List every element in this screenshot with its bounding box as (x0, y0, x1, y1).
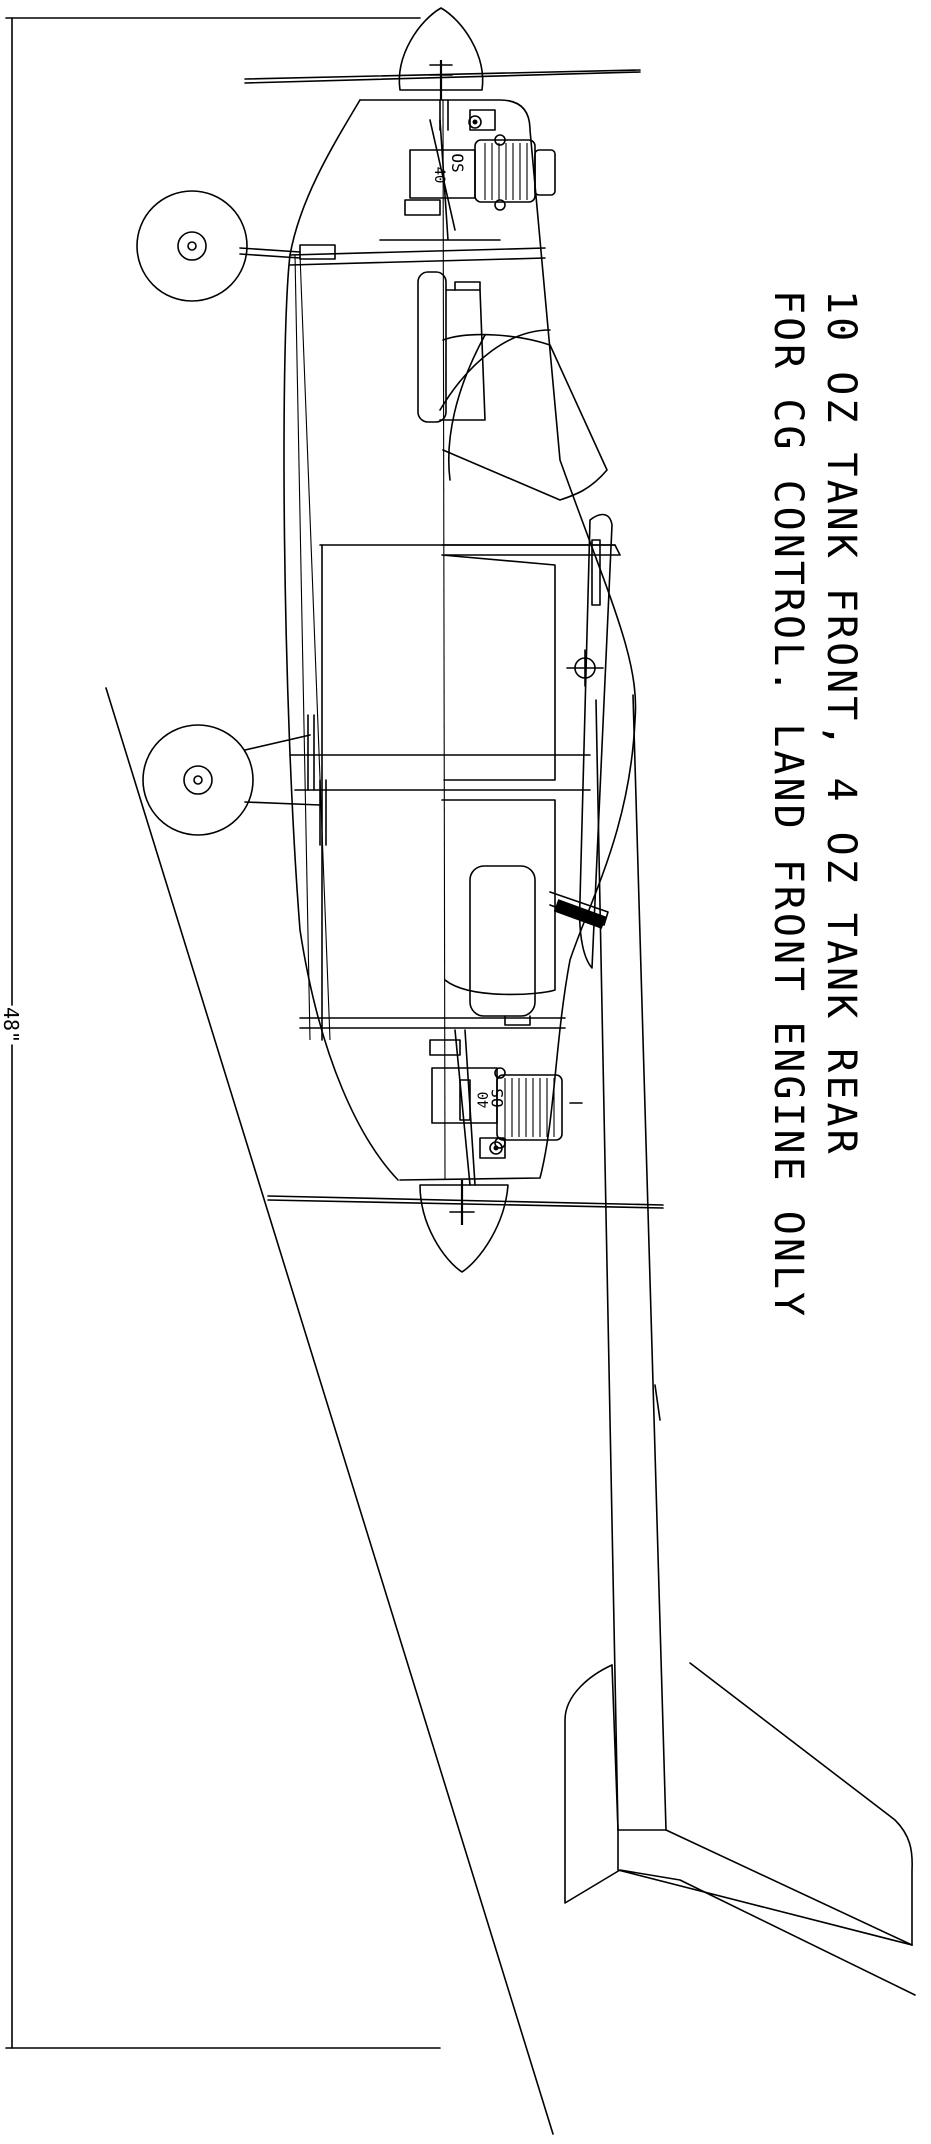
front-wheel (136, 190, 248, 302)
dimension-label: 48" (0, 1007, 23, 1043)
front-propeller (244, 7, 641, 100)
dimension-line: 48" (0, 17, 441, 2049)
rear-landing-gear (142, 714, 327, 846)
fuselage (283, 99, 637, 1181)
note-line-1: 10 OZ TANK FRONT, 4 OZ TANK REAR (818, 290, 864, 1157)
front-landing-gear (136, 190, 336, 302)
note-line-2: FOR CG CONTROL. LAND FRONT ENGINE ONLY (765, 290, 811, 1319)
tail-fin (564, 1662, 916, 1996)
rear-propeller (267, 1180, 664, 1273)
rear-fuel-tank-group (469, 865, 536, 1026)
rear-fuel-tank (469, 865, 536, 1017)
rear-engine: OS 40 (429, 1029, 583, 1186)
wing-section (549, 513, 613, 969)
rear-engine-label-top: OS (488, 1088, 507, 1107)
front-cowling (417, 271, 608, 501)
rear-engine-label-bottom: 40 (476, 1092, 492, 1109)
ground-line (105, 687, 554, 2135)
front-fuel-tank (417, 271, 447, 423)
front-engine-label-top: OS (448, 153, 467, 172)
tail-boom (595, 694, 667, 1831)
front-engine: OS 40 (379, 99, 556, 241)
front-engine-label-bottom: 40 (431, 167, 447, 184)
notes: 10 OZ TANK FRONT, 4 OZ TANK REAR FOR CG … (765, 290, 864, 1319)
rear-wheel (142, 724, 254, 836)
